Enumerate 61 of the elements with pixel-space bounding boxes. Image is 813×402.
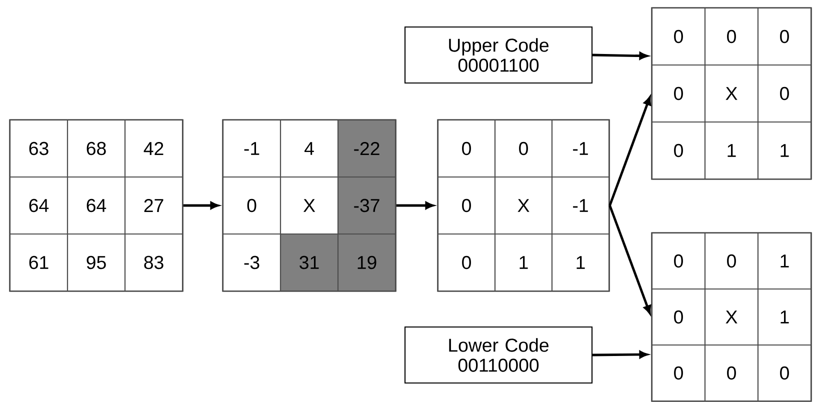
grid-frame xyxy=(437,119,610,292)
grid-cell: 61 xyxy=(9,233,68,292)
grid-cell: 0 xyxy=(651,64,706,123)
grid-cell: 64 xyxy=(66,176,126,235)
grid-cell: 1 xyxy=(757,232,812,290)
grid-cell: 1 xyxy=(551,233,610,292)
grid-cell: 1 xyxy=(757,121,812,180)
grid-cell: 0 xyxy=(757,64,812,123)
arrow xyxy=(608,205,652,314)
arrow xyxy=(592,350,648,358)
grid-cell: 4 xyxy=(280,119,339,178)
grid-cell: -3 xyxy=(222,233,282,292)
grid-cell: 63 xyxy=(9,119,68,178)
grid-cell: 68 xyxy=(66,119,126,178)
arrow xyxy=(396,202,434,210)
grid-cell: -22 xyxy=(337,119,396,178)
grid-cell: 0 xyxy=(437,176,496,235)
grid-cell: -37 xyxy=(337,176,396,235)
grid-cell: 95 xyxy=(66,233,126,292)
grid-cell: 0 xyxy=(437,233,496,292)
grid-cell: 64 xyxy=(9,176,68,235)
node-label: 0 xyxy=(674,366,683,380)
grid-cell: 1 xyxy=(494,233,553,292)
grid-cell: 31 xyxy=(280,233,339,292)
arrow xyxy=(592,52,648,60)
grid-frame xyxy=(9,119,184,292)
grid-frame xyxy=(651,232,812,402)
grid-frame xyxy=(651,7,812,180)
grid-cell: 0 xyxy=(651,344,706,402)
grid-cell: 0 xyxy=(222,176,282,235)
grid-cell: 0 xyxy=(651,232,706,290)
grid-cell: 0 xyxy=(437,119,496,178)
grid-cell: X xyxy=(494,176,553,235)
grid-cell: 0 xyxy=(757,344,812,402)
grid-cell: 0 xyxy=(651,7,706,66)
grid-cell: 1 xyxy=(757,288,812,346)
grid-cell: 0 xyxy=(757,7,812,66)
grid-frame xyxy=(222,119,396,292)
grid-cell: 83 xyxy=(124,233,184,292)
grid-cell: X xyxy=(704,288,759,346)
grid-cell: X xyxy=(280,176,339,235)
grid-cell: -1 xyxy=(222,119,282,178)
node-label: 0 xyxy=(780,366,789,380)
code-box: Lower Code 00110000 xyxy=(404,326,593,384)
arrow xyxy=(608,96,652,206)
grid-cell: X xyxy=(704,64,759,123)
grid-cell: 0 xyxy=(704,344,759,402)
grid-cell: 0 xyxy=(651,121,706,180)
grid-cell: 0 xyxy=(494,119,553,178)
code-box: Upper Code 00001100 xyxy=(404,26,593,84)
node-label: 0 xyxy=(727,366,736,380)
grid-cell: 0 xyxy=(651,288,706,346)
grid-cell: 42 xyxy=(124,119,184,178)
grid-cell: 19 xyxy=(337,233,396,292)
grid-cell: 1 xyxy=(704,121,759,180)
grid-cell: -1 xyxy=(551,176,610,235)
arrow xyxy=(183,202,219,210)
grid-cell: 27 xyxy=(124,176,184,235)
grid-cell: 0 xyxy=(704,232,759,290)
grid-cell: 0 xyxy=(704,7,759,66)
grid-cell: -1 xyxy=(551,119,610,178)
